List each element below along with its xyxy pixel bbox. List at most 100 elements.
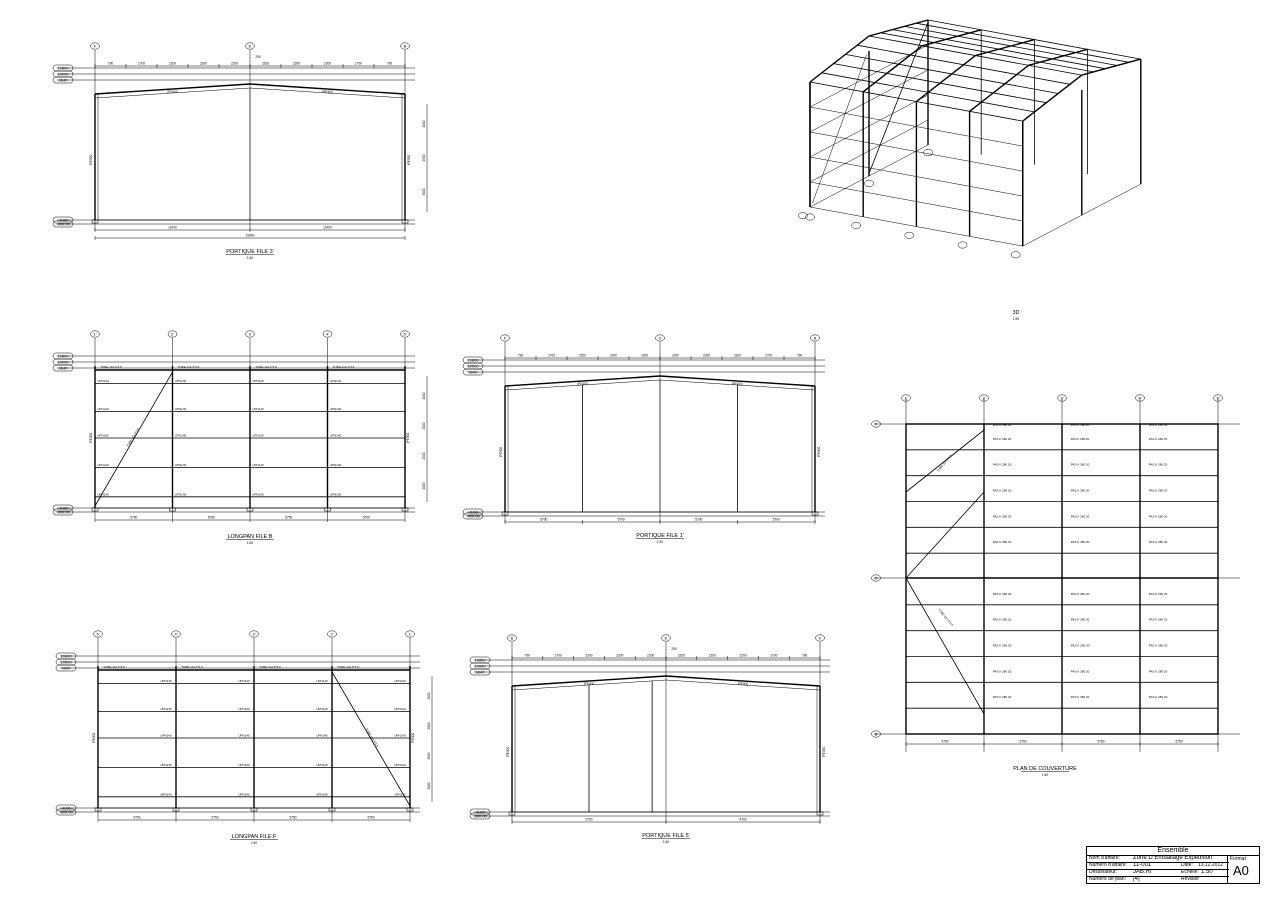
side-rail [809,119,929,183]
rail-profile: UPN140 [316,679,328,683]
dimension-value: 5700 [618,518,625,522]
axis-label: 1' [94,332,97,337]
format-value: A0 [1233,863,1249,878]
purlin-profile: PAS K 280 20 [993,540,1012,544]
level-value: 10000 [57,72,69,77]
dimension-value: 5750 [133,816,140,820]
dimension-value: 2200 [734,354,741,358]
rail-profile: UPN140 [252,463,264,467]
title-block-value: JAB.RI [1133,869,1152,875]
drawing-scale: 1:50 [657,540,663,544]
axis-label: D [875,576,878,581]
level-value: 10800 [60,654,72,659]
diagonal-brace [331,671,411,807]
drawing-title: PORTIQUE FILE 1' [636,533,683,539]
dimension-value: 2200 [739,654,746,658]
dimension-value: 2200 [641,354,648,358]
rail-profile: UPN140 [394,792,406,796]
dimension-value: 2000 [422,482,426,489]
purlin-profile: PAS K 280 20 [1149,437,1168,441]
axis-label: D [659,336,662,341]
title-block-value [1201,876,1229,883]
rail-profile: UPN140 [252,492,264,496]
axis-bubble [1010,251,1021,259]
dimension-value: 2200 [579,354,586,358]
ridge-dimension: 290 [671,647,677,651]
axis-label: F [875,422,878,427]
rail-profile: UPN140 [97,434,109,438]
strut-profile: TUBE-114.3*3.6 [103,665,125,669]
rail-profile: UPN140 [238,679,250,683]
rail-profile: UPN140 [330,463,342,467]
strut-profile: TUBE-114.3*3.6 [100,365,122,369]
roof-brace [905,429,985,493]
rail-profile: UPN140 [238,734,250,738]
drawing-title: 3D [1012,310,1019,316]
axis-bubble [500,334,510,342]
level-value: 10000 [467,364,479,369]
level-value: 10000 [57,360,69,365]
axis-label: B [814,336,817,341]
purlin [845,54,1059,94]
rail-profile: UPN140 [330,492,342,496]
rail-profile: UPN140 [394,679,406,683]
purlin-profile: PAS K 280 20 [1071,423,1090,427]
drawing-scale: 1:50 [251,841,257,845]
title-block-row: Dessinateur: JAB.RI Echelle: 1:50 [1087,869,1229,877]
title-block-key: Révision: [1181,876,1199,882]
rafter [1081,58,1141,76]
dimension-value: 1700 [138,62,145,66]
rail-profile: UPN140 [97,492,109,496]
level-tag [52,508,74,516]
level-value: -0.00 [61,806,71,811]
axis-label: 4' [175,632,178,637]
rail-profile: UPN140 [160,679,172,683]
rafter-profile: IPE400 [167,90,178,94]
level-value: 9640 [476,670,486,675]
roof-brace [905,491,985,579]
purlin-profile: PAS K 280 20 [993,592,1012,596]
side-rail [809,106,1023,147]
dimension-value: 2200 [709,654,716,658]
base-plate [91,219,99,224]
dimension-value: 2500 [422,154,426,161]
purlin-profile: PAS K 280 20 [993,514,1012,518]
base-plate [401,219,409,224]
purlin-profile: PAS K 280 20 [1149,618,1168,622]
axis-label: B [511,636,514,641]
dimension-value: 5700 [695,518,702,522]
purlin [916,22,1130,63]
dimension-value: 2200 [324,62,331,66]
axis-bubble [871,730,881,738]
side-rail [809,69,929,133]
purlin-profile: PAS K 280 20 [1071,644,1090,648]
rafter [511,675,667,687]
column-profile: IPE300 [822,747,826,758]
rail-profile: UPN140 [394,707,406,711]
rail-profile: UPN140 [252,379,264,383]
purlin-profile: PAS K 280 20 [1149,592,1168,596]
axis-label: 5' [1217,396,1220,401]
dimension-value: 2200 [293,62,300,66]
level-tag [462,508,484,516]
dimension-value: 790 [797,354,803,358]
rail-profile: UPN140 [394,763,406,767]
axis-bubble [798,212,808,220]
diagonal-brace [94,371,173,507]
dimension-value: 790 [518,354,524,358]
column-profile: IPE300 [817,447,821,458]
purlin-profile: PAS K 280 20 [993,695,1012,699]
dimension-value: 2200 [678,654,685,658]
dimension-value: 5750 [130,516,137,520]
purlin-profile: PAS K 280 20 [1071,514,1090,518]
rafter [975,38,1035,57]
dimension-value: 5750 [285,516,292,520]
axis-label: D [868,0,871,1]
dimension-value: 5750 [208,516,215,520]
dimension-value: 790 [387,62,393,66]
axis-bubble [93,630,103,638]
dimension-value: 2200 [672,354,679,358]
dimension-value: 5750 [367,816,374,820]
dimension-value: 2200 [703,354,710,358]
